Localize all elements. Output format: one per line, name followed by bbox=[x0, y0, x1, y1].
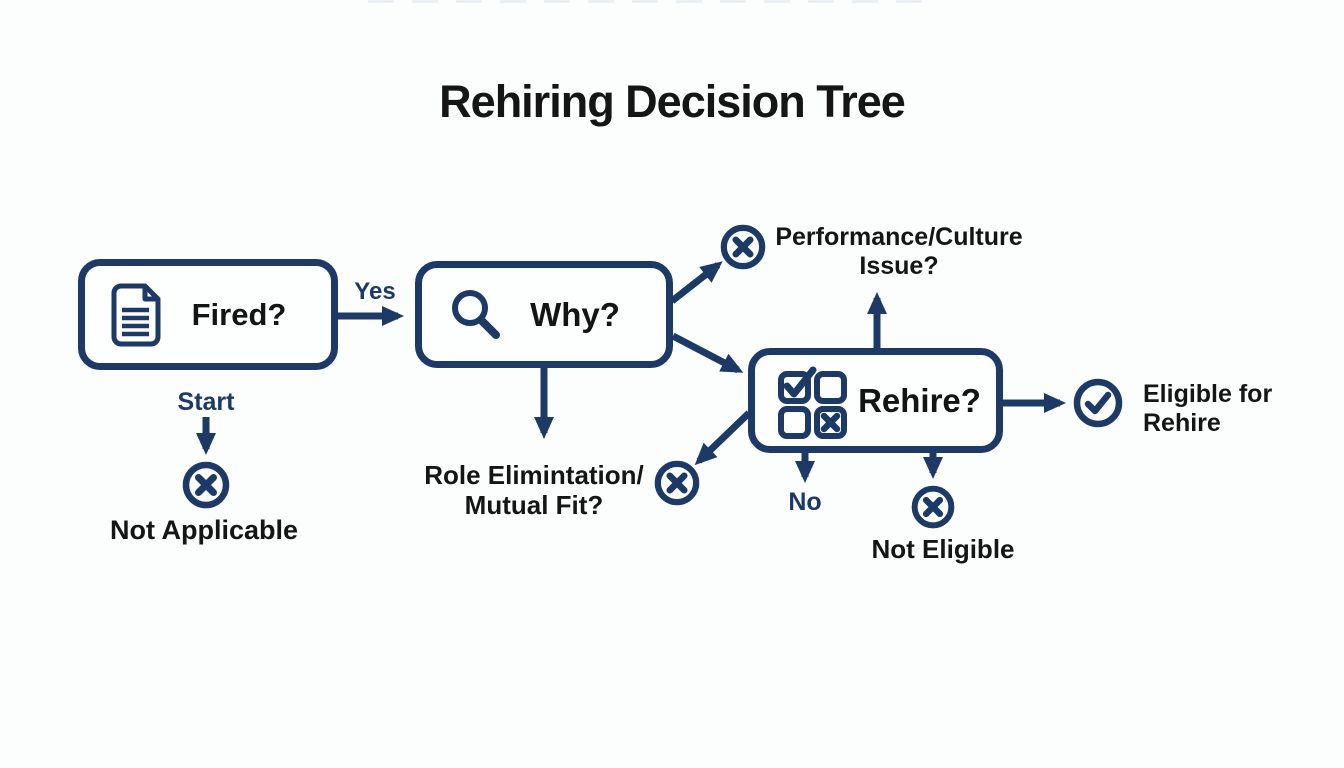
outcome-not-eligible: Not Eligible bbox=[871, 534, 1015, 564]
node-why: Why? bbox=[415, 261, 673, 368]
x-circle-icon-performance bbox=[720, 224, 766, 270]
node-rehire: Rehire? bbox=[748, 348, 1003, 453]
outcome-performance-culture: Performance/Culture Issue? bbox=[775, 223, 1023, 280]
page-title: Rehiring Decision Tree bbox=[439, 76, 906, 127]
search-icon bbox=[452, 289, 500, 339]
x-circle-icon-unlabeled bbox=[654, 460, 700, 506]
document-icon bbox=[111, 283, 161, 346]
outcome-not-applicable: Not Applicable bbox=[109, 515, 298, 545]
checkbox-grid-icon bbox=[778, 366, 847, 439]
node-fired-label: Fired? bbox=[191, 296, 287, 332]
edge-label-start: Start bbox=[177, 388, 235, 416]
node-fired: Fired? bbox=[78, 259, 338, 370]
outcome-eligible-for-rehire: Eligible for Rehire bbox=[1143, 380, 1273, 437]
cropped-text-artifact bbox=[368, 0, 934, 3]
x-circle-icon-not-eligible bbox=[911, 485, 955, 529]
node-rehire-label: Rehire? bbox=[858, 381, 981, 419]
check-circle-icon-eligible bbox=[1073, 378, 1123, 428]
node-why-label: Why? bbox=[530, 295, 620, 333]
edge-label-yes: Yes bbox=[354, 278, 396, 305]
x-circle-icon-not-applicable bbox=[182, 461, 230, 509]
edge-label-no: No bbox=[788, 488, 822, 516]
outcome-role-elimination: Role Elimintation/ Mutual Fit? bbox=[424, 460, 644, 520]
